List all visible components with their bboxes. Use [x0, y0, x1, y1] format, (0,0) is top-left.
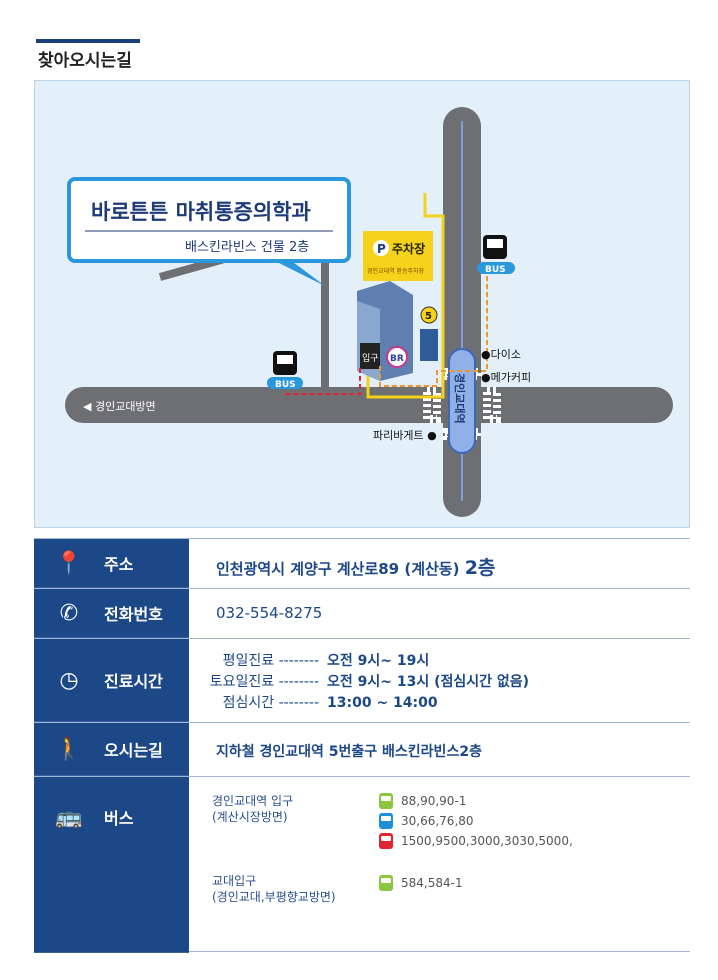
horizontal-road — [65, 387, 673, 423]
svg-text:BUS: BUS — [485, 265, 506, 275]
directions-text: 지하철 경인교대역 5번출구 배스킨라빈스2층 — [216, 744, 482, 760]
svg-text:BR: BR — [390, 354, 404, 364]
green-bus-icon — [379, 793, 393, 809]
row-phone: ✆전화번호 032-554-8275 — [34, 589, 690, 639]
bus-stop-left: BUS — [267, 351, 303, 390]
row-directions: 🚶오시는길 지하철 경인교대역 5번출구 배스킨라빈스2층 — [34, 723, 690, 777]
bus-route: 30,66,76,80 — [379, 813, 474, 829]
walking-people-icon: 🚶 — [55, 736, 83, 762]
address-text: 인천광역시 계양구 계산로89 (계산동) — [216, 560, 460, 578]
location-map: 경인교대역 P 주차장 경인교대역 환승주차장 입구 BR 5 BUS BUS … — [34, 80, 690, 528]
red-bus-icon — [379, 833, 393, 849]
weekday-hours: 오전 9시~ 19시 — [327, 653, 430, 669]
row-bus: 🚌버스 경인교대역 입구(계산시장방면) 88,90,90-1 30,66,76… — [34, 777, 690, 953]
lunch-hours: 13:00 ~ 14:00 — [327, 695, 438, 711]
svg-text:주차장: 주차장 — [392, 241, 425, 256]
station-marker — [448, 348, 476, 454]
bus-stop-1: 경인교대역 입구(계산시장방면) — [212, 794, 294, 824]
saturday-hours: 오전 9시~ 13시 (점심시간 없음) — [327, 674, 530, 690]
bus-stop-right: BUS — [477, 235, 515, 275]
crosswalks — [423, 368, 501, 440]
daiso-label: ●다이소 — [481, 348, 521, 361]
phone-number[interactable]: 032-554-8275 — [216, 604, 323, 622]
clinic-callout — [67, 177, 351, 263]
green-bus-icon — [379, 875, 393, 891]
phone-icon: ✆ — [59, 600, 79, 626]
map-drawing: 경인교대역 P 주차장 경인교대역 환승주차장 입구 BR 5 BUS BUS … — [65, 107, 673, 517]
bus-route: 584,584-1 — [379, 875, 463, 891]
page-title: 찾아오시는길 — [38, 51, 132, 71]
building-name: 배스킨라빈스 건물 2층 — [185, 240, 309, 255]
clock-phone-icon: ◷ — [59, 667, 79, 693]
blue-bus-icon — [379, 813, 393, 829]
svg-text:경인교대역 환승주차장: 경인교대역 환승주차장 — [367, 267, 425, 275]
direction-label: ◀ 경인교대방면 — [83, 400, 156, 413]
location-pin-icon: 📍 — [55, 550, 83, 576]
info-table: 📍주소 인천광역시 계양구 계산로89 (계산동) 2층 ✆전화번호 032-5… — [34, 538, 690, 953]
mega-label: ●메가커피 — [481, 371, 531, 384]
bus-route: 1500,9500,3000,3030,5000, — [379, 833, 573, 849]
clinic-name: 바로튼튼 마취통증의학과 — [91, 200, 311, 224]
row-hours: ◷진료시간 평일진료 -------- 토요일진료 -------- 점심시간 … — [34, 639, 690, 723]
paris-label: 파리바게트 ● — [373, 429, 437, 442]
svg-text:P: P — [377, 242, 386, 256]
row-address: 📍주소 인천광역시 계양구 계산로89 (계산동) 2층 — [34, 539, 690, 589]
station-label: 경인교대역 — [453, 373, 467, 424]
parking-sign — [363, 231, 433, 281]
address-floor: 2층 — [464, 557, 496, 579]
bus-icon: 🚌 — [55, 805, 83, 830]
svg-text:BUS: BUS — [275, 380, 296, 390]
svg-text:5: 5 — [425, 311, 432, 322]
bus-route: 88,90,90-1 — [379, 793, 466, 809]
title-underline — [36, 39, 140, 43]
svg-text:입구: 입구 — [362, 352, 379, 364]
bus-stop-2: 교대입구(경인교대,부평향교방면) — [212, 874, 336, 904]
